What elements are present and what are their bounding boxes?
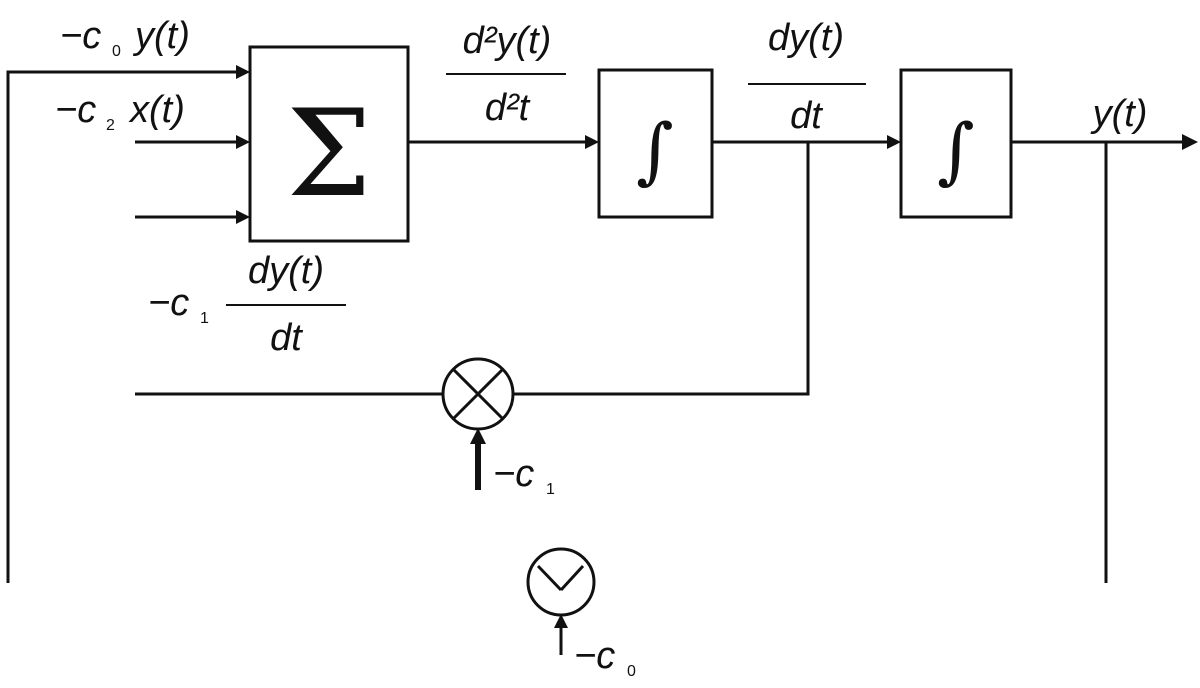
- label-input-mid: −c 2 x(t): [55, 89, 185, 134]
- label-input-bottom: −c 1 dy(t) dt: [148, 250, 346, 359]
- label-input-bottom-subscript: 1: [200, 310, 209, 327]
- label-input-mid-prefix: −c: [55, 89, 96, 131]
- label-second-derivative: d²y(t) d²t: [446, 20, 566, 129]
- label-first-derivative-numerator: dy(t): [768, 17, 844, 59]
- arrowhead-integrator-2: [887, 135, 901, 149]
- multiplier-c0-circle: [526, 547, 596, 617]
- arrowhead-c0-multiplier: [554, 614, 568, 628]
- label-input-bottom-prefix: −c: [148, 282, 189, 324]
- label-multiplier-c1: −c 1: [493, 453, 555, 498]
- label-input-top-expr: y(t): [132, 15, 190, 57]
- summer-box: [248, 45, 410, 243]
- label-input-bottom-numerator: dy(t): [248, 250, 324, 292]
- dy-tap-wire: [514, 142, 810, 396]
- label-input-top-prefix: −c: [60, 15, 101, 57]
- label-multiplier-c0-subscript: 0: [627, 663, 636, 680]
- summer-block: Σ: [248, 45, 410, 243]
- label-multiplier-c0-prefix: −c: [574, 635, 615, 677]
- integrator-2-symbol: ∫: [937, 108, 975, 192]
- multiplier-c0-stroke-b: [559, 564, 585, 592]
- label-input-top: −c 0 y(t): [60, 15, 190, 60]
- label-input-top-subscript: 0: [112, 43, 121, 60]
- label-first-derivative-denominator: dt: [790, 95, 823, 137]
- label-multiplier-c1-prefix: −c: [493, 453, 534, 495]
- label-input-mid-expr: x(t): [128, 89, 185, 131]
- integrator-1-symbol: ∫: [636, 108, 674, 192]
- arrowhead-bottom-input: [236, 210, 250, 224]
- integrator-block-1: ∫: [597, 68, 714, 219]
- label-first-derivative: dy(t) dt: [748, 17, 866, 137]
- arrowhead-mid-input: [236, 135, 250, 149]
- arrowhead-top-input: [236, 65, 250, 79]
- feedback-y-wire: [6, 70, 238, 583]
- label-multiplier-c0: −c 0: [574, 635, 636, 680]
- label-input-bottom-denominator: dt: [270, 317, 303, 359]
- label-input-mid-subscript: 2: [106, 117, 115, 134]
- arrowhead-integrator-1: [585, 135, 599, 149]
- label-second-derivative-numerator: d²y(t): [463, 20, 552, 62]
- label-multiplier-c1-subscript: 1: [546, 481, 555, 498]
- wires: [6, 70, 1185, 655]
- label-second-derivative-denominator: d²t: [485, 87, 531, 129]
- multiplier-c1: [441, 357, 515, 431]
- integrator-2-box: [899, 68, 1013, 219]
- arrowhead-output: [1182, 134, 1198, 150]
- multiplier-c0: [526, 547, 596, 617]
- multiplier-c0-stroke-a: [536, 564, 563, 592]
- summer-symbol: Σ: [287, 85, 372, 224]
- multiplier-c1-cross-b: [451, 367, 505, 421]
- arrowhead-c1-multiplier: [470, 428, 486, 444]
- integrator-1-box: [597, 68, 714, 219]
- arrowheads: [236, 65, 1198, 628]
- integrator-block-2: ∫: [899, 68, 1013, 219]
- label-output-y: y(t): [1090, 93, 1148, 135]
